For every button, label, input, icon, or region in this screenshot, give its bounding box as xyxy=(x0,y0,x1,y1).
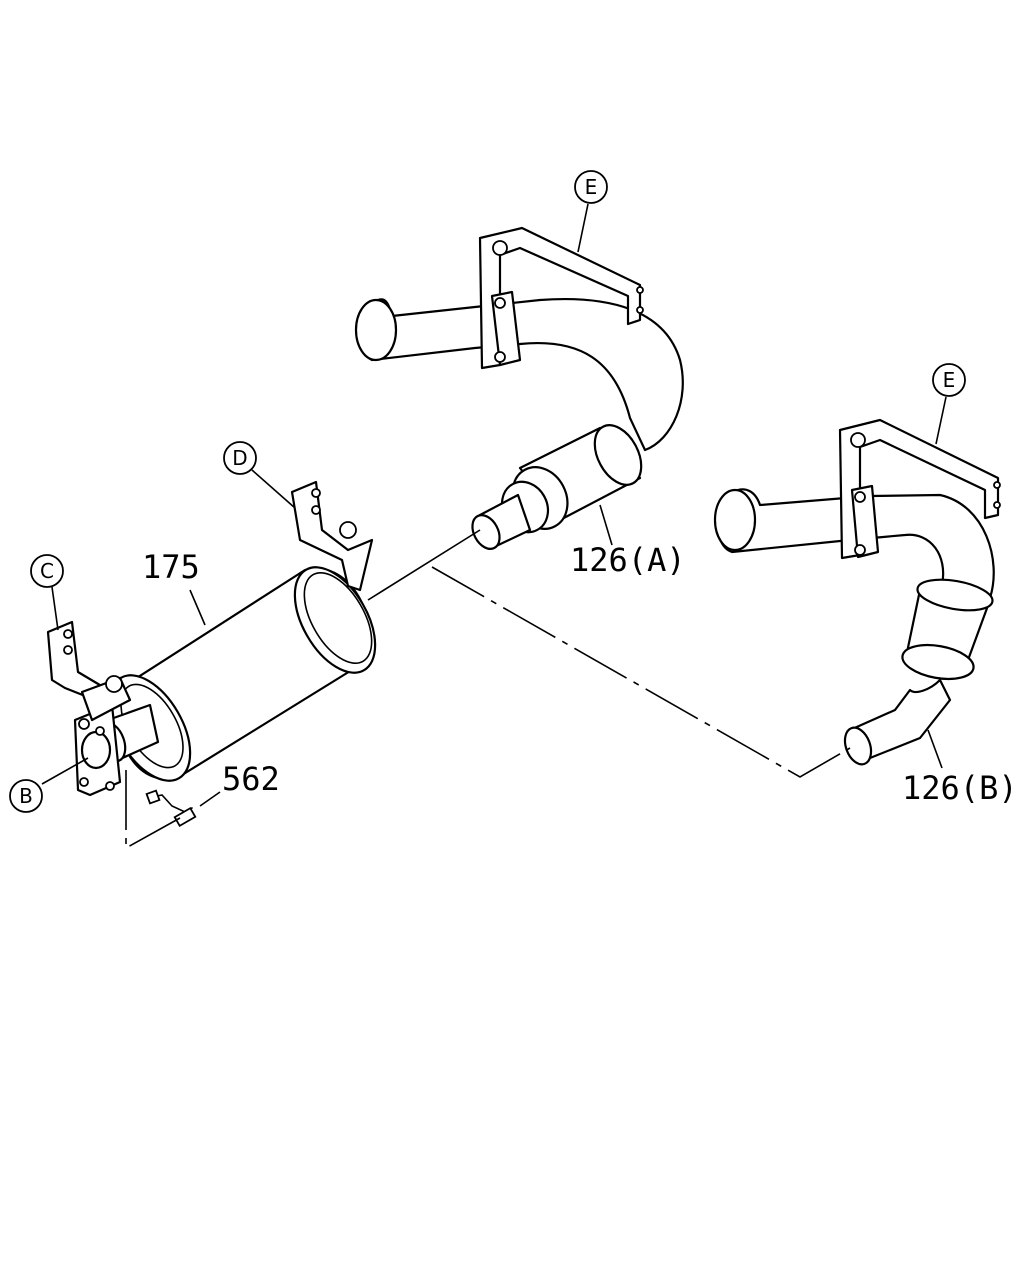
ref-letter-e-lower: E xyxy=(943,368,956,392)
ref-letter-b: B xyxy=(19,784,33,808)
ref-letter-e-upper: E xyxy=(585,175,598,199)
exhaust-pipe-b xyxy=(713,488,995,766)
ref-bubble-d: D xyxy=(223,441,257,475)
ref-letter-d: D xyxy=(232,446,247,470)
sensor-562 xyxy=(145,789,197,828)
label-126a: 126(A) xyxy=(570,541,686,579)
ref-letter-c: C xyxy=(40,559,54,583)
label-175: 175 xyxy=(142,548,200,586)
leader-175 xyxy=(189,589,206,626)
leader-e-upper xyxy=(577,203,589,253)
link-to-pipe-b xyxy=(431,566,851,778)
ref-bubble-b: B xyxy=(9,779,43,813)
leader-b xyxy=(41,757,89,785)
leader-c xyxy=(51,586,59,631)
label-562: 562 xyxy=(222,760,280,798)
ref-bubble-e-upper: E xyxy=(574,170,608,204)
muffler-hanger-c xyxy=(46,620,132,722)
leader-126b xyxy=(927,729,943,769)
muffler xyxy=(73,566,377,797)
link-sensor xyxy=(125,770,181,850)
label-126b: 126(B) xyxy=(902,769,1018,807)
muffler-hanger-d xyxy=(290,480,374,592)
leader-126a xyxy=(599,504,613,546)
leader-562 xyxy=(199,791,221,807)
link-muffler-to-pipe-a xyxy=(367,529,481,601)
ref-bubble-e-lower: E xyxy=(932,363,966,397)
exhaust-pipe-a xyxy=(354,298,684,550)
ref-bubble-c: C xyxy=(30,554,64,588)
hanger-bracket-lower xyxy=(838,418,1001,560)
leader-e-lower xyxy=(935,396,947,445)
hanger-bracket-upper xyxy=(478,226,644,370)
leader-d xyxy=(251,469,296,509)
